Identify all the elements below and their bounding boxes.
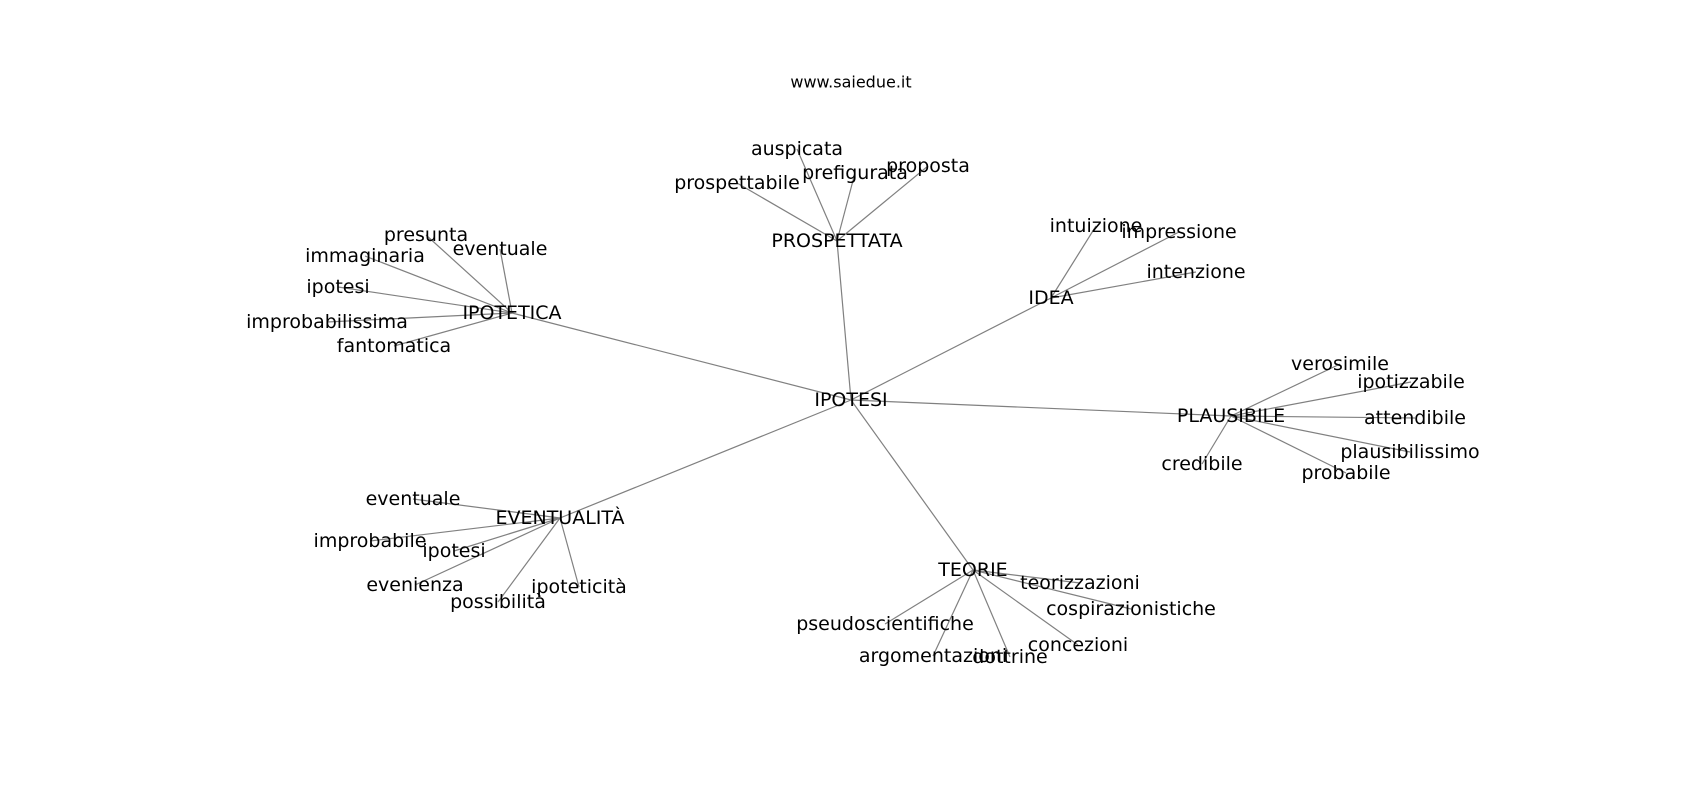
edge-eventualita-evenienza: [414, 517, 561, 586]
node-label-attendibile: attendibile: [1364, 407, 1466, 429]
node-label-prospettata: PROSPETTATA: [771, 230, 902, 252]
edge-plausibile-plausibilissimo: [1230, 415, 1411, 453]
node-label-intenzione: intenzione: [1146, 261, 1245, 283]
node-label-impressione: impressione: [1121, 221, 1236, 243]
edge-plausibile-credibile: [1201, 415, 1232, 465]
edge-ipotesi_root-teorie: [850, 399, 974, 571]
edge-plausibile-probabile: [1230, 415, 1347, 474]
edge-ipotetica-ipotesi_a: [337, 286, 513, 314]
node-label-idea: IDEA: [1028, 287, 1073, 309]
node-label-presunta: presunta: [384, 224, 468, 246]
edge-ipotetica-fantomatica: [393, 312, 513, 347]
edge-idea-intenzione: [1050, 271, 1197, 299]
edge-eventualita-improbabile: [369, 517, 561, 542]
edge-teorie-cospirazionistiche: [972, 569, 1132, 610]
node-label-prospettabile: prospettabile: [674, 172, 800, 194]
node-label-concezioni: concezioni: [1028, 634, 1128, 656]
edge-teorie-argomentazioni: [932, 569, 974, 657]
node-label-proposta: proposta: [886, 155, 970, 177]
node-label-ipotesi_root: IPOTESI: [814, 389, 887, 411]
edge-ipotetica-improbabilissima: [326, 312, 513, 323]
node-label-evenienza: evenienza: [366, 574, 463, 596]
edge-idea-impressione: [1050, 231, 1180, 299]
node-label-dottrine: dottrine: [972, 646, 1047, 668]
node-label-verosimile: verosimile: [1291, 353, 1389, 375]
node-label-eventuale_a: eventuale: [453, 238, 548, 260]
edge-eventualita-possibilita: [497, 517, 561, 603]
node-label-probabile: probabile: [1301, 462, 1390, 484]
edge-prospettata-prospettabile: [736, 182, 838, 242]
edges-layer: [326, 148, 1416, 658]
edge-teorie-teorizzazioni: [972, 569, 1081, 584]
edge-ipotesi_root-prospettata: [836, 240, 852, 401]
node-label-teorizzazioni: teorizzazioni: [1020, 572, 1140, 594]
edge-eventualita-eventuale_b: [412, 498, 561, 519]
edge-ipotetica-immaginaria: [364, 255, 513, 314]
edge-ipotesi_root-plausibile: [850, 399, 1232, 417]
edge-ipotetica-eventuale_a: [499, 248, 513, 314]
node-label-ipotetica: IPOTETICA: [462, 302, 561, 324]
edge-plausibile-verosimile: [1230, 363, 1341, 417]
node-label-auspicata: auspicata: [751, 138, 843, 160]
edge-eventualita-ipoteticita: [559, 517, 580, 588]
edge-idea-intuizione: [1050, 225, 1097, 299]
node-label-eventuale_b: eventuale: [366, 488, 461, 510]
edge-prospettata-prefigurata: [836, 172, 856, 242]
node-label-ipoteticita: ipoteticità: [531, 576, 627, 598]
edge-teorie-pseudoscientifiche: [884, 569, 974, 625]
node-label-ipotesi_a: ipotesi: [306, 276, 369, 298]
node-label-fantomatica: fantomatica: [337, 335, 451, 357]
node-label-credibile: credibile: [1161, 453, 1242, 475]
site-header: www.saiedue.it: [790, 73, 911, 92]
edge-ipotetica-presunta: [425, 234, 513, 314]
node-label-ipotesi_b: ipotesi: [422, 540, 485, 562]
node-label-eventualita: EVENTUALITÀ: [495, 506, 624, 529]
node-label-cospirazionistiche: cospirazionistiche: [1046, 598, 1216, 620]
node-label-intuizione: intuizione: [1050, 215, 1143, 237]
node-label-ipotizzabile: ipotizzabile: [1357, 371, 1465, 393]
edge-ipotesi_root-eventualita: [559, 399, 852, 519]
edge-eventualita-ipotesi_b: [453, 517, 561, 552]
edge-prospettata-proposta: [836, 165, 929, 242]
edge-plausibile-attendibile: [1230, 415, 1416, 419]
node-label-immaginaria: immaginaria: [305, 245, 425, 267]
edge-ipotesi_root-ipotetica: [511, 312, 852, 401]
node-label-plausibile: PLAUSIBILE: [1177, 405, 1285, 427]
node-label-argomentazioni: argomentazioni: [859, 645, 1007, 667]
node-label-prefigurata: prefigurata: [802, 162, 908, 184]
edge-plausibile-ipotizzabile: [1230, 381, 1412, 417]
node-label-possibilita: possibilità: [450, 591, 546, 613]
node-label-pseudoscientifiche: pseudoscientifiche: [796, 613, 974, 635]
edge-teorie-dottrine: [972, 569, 1011, 658]
node-label-improbabilissima: improbabilissima: [246, 311, 408, 333]
node-label-plausibilissimo: plausibilissimo: [1340, 441, 1479, 463]
node-label-improbabile: improbabile: [314, 530, 427, 552]
edge-prospettata-auspicata: [796, 148, 838, 242]
node-label-teorie: TEORIE: [937, 559, 1007, 581]
edge-teorie-concezioni: [972, 569, 1079, 646]
labels-layer: IPOTESI PROSPETTATA IPOTETICA IDEA PLAUSIBIL…: [246, 138, 1480, 668]
edge-ipotesi_root-idea: [850, 297, 1052, 401]
